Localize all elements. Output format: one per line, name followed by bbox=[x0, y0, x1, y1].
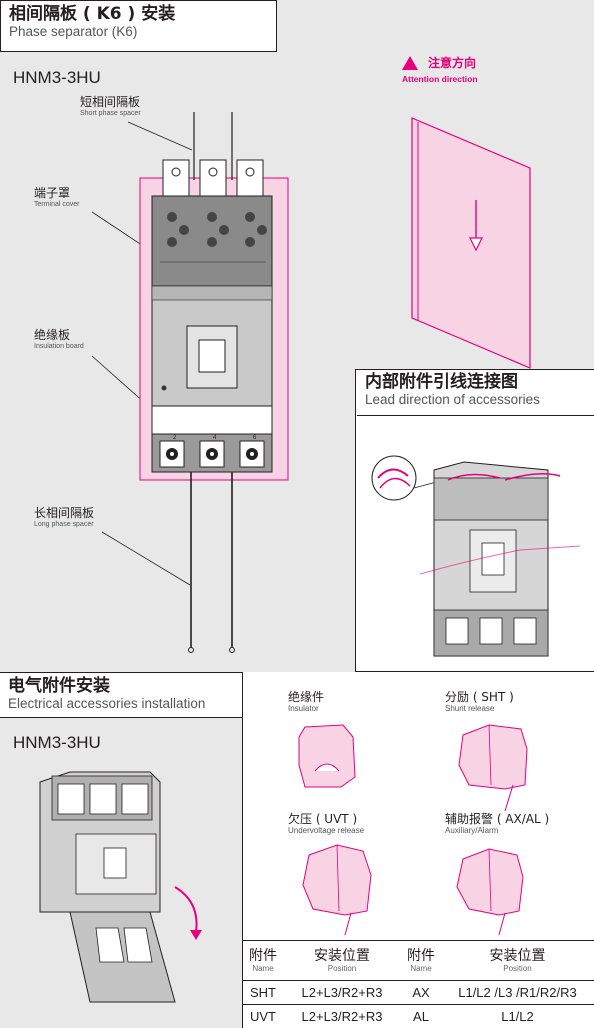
terminal-number: 4 bbox=[213, 435, 217, 441]
model-label: HNM3-3HU bbox=[13, 68, 101, 87]
attention-title-zh: 注意方向 bbox=[428, 56, 477, 70]
attention-title-en: Attention direction bbox=[402, 74, 478, 84]
insulator-part bbox=[298, 724, 356, 788]
shunt-release-part bbox=[458, 724, 528, 812]
model-label: HNM3-3HU bbox=[13, 733, 101, 752]
table-cell: L2+L3/R2+R3 bbox=[283, 980, 401, 1005]
breaker-front-illustration bbox=[91, 112, 531, 653]
accessory-undervoltage-label: 欠压 ( UVT ) Undervoltage release bbox=[288, 812, 365, 835]
terminal-number: 2 bbox=[173, 435, 177, 441]
table-cell: L1/L2 /L3 /R1/R2/R3 bbox=[441, 980, 594, 1005]
auxiliary-alarm-part bbox=[456, 848, 524, 936]
electrical-accessories-header: 电气附件安装 Electrical accessories installati… bbox=[0, 672, 243, 718]
section-title-zh: 内部附件引线连接图 bbox=[365, 372, 518, 392]
table-row: UVT L2+L3/R2+R3 AL L1/L2 bbox=[243, 1004, 594, 1028]
table-header-row: 附件 Name 安装位置 Position 附件 Name 安装位置 Posit… bbox=[243, 940, 594, 981]
table-cell: L2+L3/R2+R3 bbox=[283, 1004, 401, 1028]
table-header-cell: 附件 Name bbox=[249, 947, 277, 973]
warning-triangle-icon bbox=[402, 55, 418, 70]
table-header-cell: 附件 Name bbox=[407, 947, 435, 973]
table-cell: AL bbox=[401, 1004, 441, 1028]
section-title-en: Phase separator (K6) bbox=[9, 24, 138, 39]
terminal-number: 6 bbox=[253, 435, 257, 441]
accessory-auxiliary-alarm-label: 辅助报警 ( AX/AL ) Auxiliary/Alarm bbox=[445, 812, 550, 835]
table-header-cell: 安装位置 Position bbox=[489, 947, 546, 973]
lead-direction-header: 内部附件引线连接图 Lead direction of accessories bbox=[357, 371, 594, 416]
label-terminal-cover: 端子罩 Terminal cover bbox=[34, 186, 80, 208]
table-cell: AX bbox=[401, 980, 441, 1005]
section-title-zh: 相间隔板 ( K6 ) 安装 bbox=[9, 4, 176, 24]
table-row: SHT L2+L3/R2+R3 AX L1/L2 /L3 /R1/R2/R3 bbox=[243, 980, 594, 1005]
label-long-phase-spacer: 长相间隔板 Long phase spacer bbox=[34, 506, 95, 528]
table-header-cell: 安装位置 Position bbox=[314, 947, 370, 973]
lead-direction-illustration bbox=[371, 455, 581, 657]
label-short-phase-spacer: 短相间隔板 Short phase spacer bbox=[80, 95, 141, 117]
table-cell: SHT bbox=[243, 980, 283, 1005]
accessory-position-table: 附件 Name 安装位置 Position 附件 Name 安装位置 Posit… bbox=[243, 940, 594, 1028]
section-title-zh: 电气附件安装 bbox=[8, 676, 110, 696]
open-breaker-illustration bbox=[39, 771, 202, 1003]
accessory-insulator-label: 绝缘件 Insulator bbox=[288, 690, 325, 713]
table-cell: UVT bbox=[243, 1004, 283, 1028]
section-title-en: Lead direction of accessories bbox=[365, 392, 540, 407]
undervoltage-release-part bbox=[302, 844, 372, 936]
table-cell: L1/L2 bbox=[441, 1004, 594, 1028]
label-insulation-board: 绝缘板 Insulation board bbox=[34, 328, 84, 350]
accessory-parts-illustration bbox=[298, 724, 528, 936]
phase-separator-header: 相间隔板 ( K6 ) 安装 Phase separator (K6) bbox=[0, 0, 277, 52]
section-title-en: Electrical accessories installation bbox=[8, 696, 206, 711]
attention-direction: 注意方向 Attention direction bbox=[402, 54, 478, 84]
accessory-shunt-release-label: 分励 ( SHT ) Shunt release bbox=[445, 690, 514, 713]
